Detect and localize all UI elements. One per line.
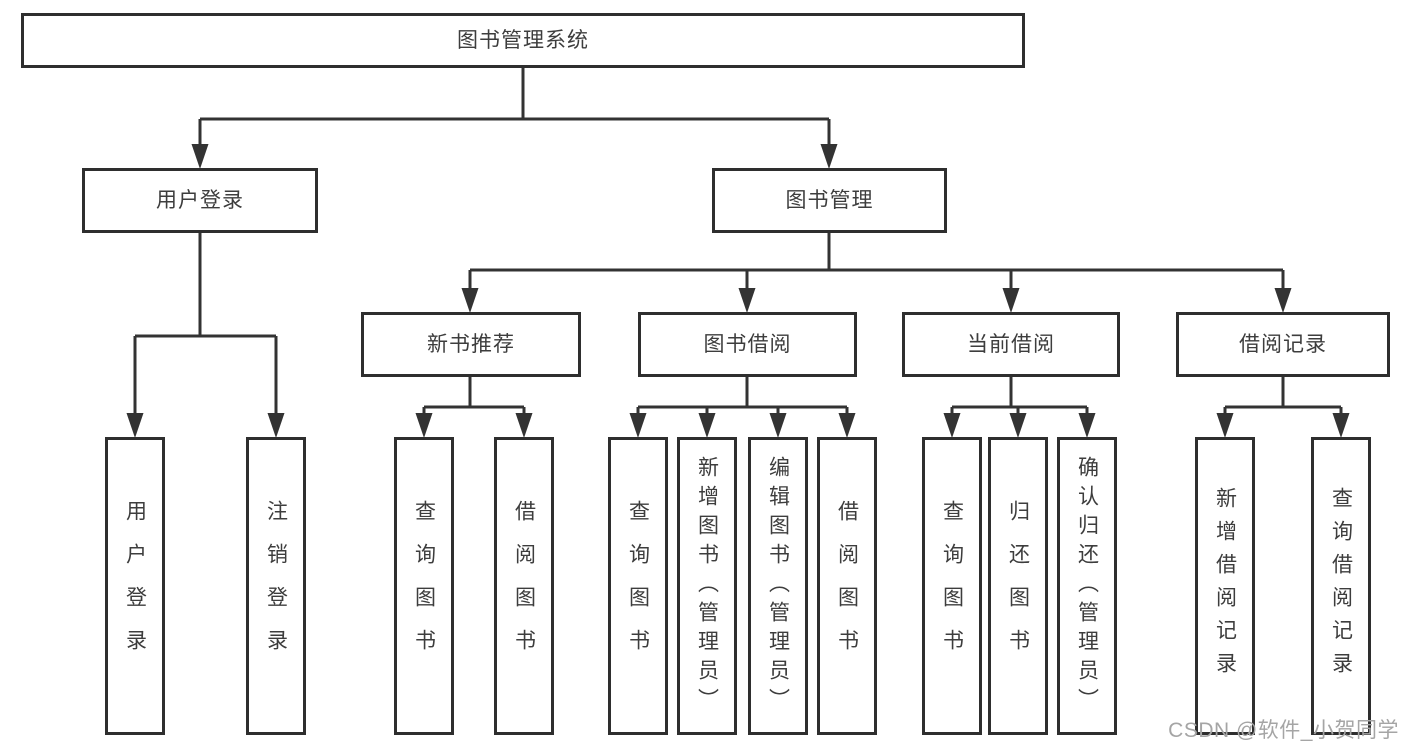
connector-records-branch: [1223, 377, 1343, 415]
leaf-logout: 注销登录: [246, 437, 306, 735]
leaf-borrow-books-recommend: 借阅图书: [494, 437, 554, 735]
node-new-book-recommend: 新书推荐: [361, 312, 581, 377]
leaf-confirm-return-admin: 确认归还（管理员）: [1057, 437, 1117, 735]
node-new-book-recommend-label: 新书推荐: [427, 333, 515, 356]
node-current-borrowing-label: 当前借阅: [967, 333, 1055, 356]
leaf-add-books-admin-label: 新增图书（管理员）: [695, 455, 719, 717]
node-book-borrowing: 图书借阅: [638, 312, 857, 377]
leaf-query-books-borrowing: 查询图书: [608, 437, 668, 735]
leaf-query-books-current: 查询图书: [922, 437, 982, 735]
watermark: CSDN @软件_小贺同学: [1168, 719, 1399, 742]
leaf-query-books-recommend-label: 查询图书: [412, 500, 436, 672]
connector-root-to-level2: [198, 68, 831, 146]
node-user-login-label: 用户登录: [156, 189, 244, 212]
connector-bookmgmt-to-level3: [468, 233, 1285, 290]
connector-bookborrow-branch: [636, 377, 849, 415]
node-book-borrowing-label: 图书借阅: [703, 333, 792, 356]
leaf-return-books: 归还图书: [988, 437, 1048, 735]
leaf-query-books-current-label: 查询图书: [940, 500, 964, 672]
connector-userlogin-branch: [133, 233, 278, 415]
leaf-confirm-return-admin-label: 确认归还（管理员）: [1075, 455, 1099, 717]
node-current-borrowing: 当前借阅: [902, 312, 1120, 377]
leaf-query-borrow-record: 查询借阅记录: [1311, 437, 1371, 735]
node-user-login: 用户登录: [82, 168, 318, 233]
leaf-logout-label: 注销登录: [264, 500, 288, 672]
node-book-management-label: 图书管理: [785, 189, 874, 212]
leaf-query-books-recommend: 查询图书: [394, 437, 454, 735]
leaf-add-borrow-record-label: 新增借阅记录: [1213, 487, 1237, 685]
leaf-borrow-books-borrowing-label: 借阅图书: [835, 500, 859, 672]
connector-currentborrow-branch: [950, 377, 1089, 415]
leaf-query-books-borrowing-label: 查询图书: [626, 500, 650, 672]
node-root: 图书管理系统: [21, 13, 1025, 68]
leaf-add-borrow-record: 新增借阅记录: [1195, 437, 1255, 735]
node-root-label: 图书管理系统: [457, 29, 589, 52]
node-borrowing-records: 借阅记录: [1176, 312, 1390, 377]
node-book-management: 图书管理: [712, 168, 947, 233]
leaf-user-login-label: 用户登录: [123, 500, 147, 672]
node-borrowing-records-label: 借阅记录: [1239, 333, 1327, 356]
leaf-return-books-label: 归还图书: [1006, 500, 1030, 672]
connector-newbook-branch: [422, 377, 526, 415]
leaf-add-books-admin: 新增图书（管理员）: [677, 437, 737, 735]
leaf-edit-books-admin: 编辑图书（管理员）: [748, 437, 808, 735]
leaf-borrow-books-recommend-label: 借阅图书: [512, 500, 536, 672]
leaf-borrow-books-borrowing: 借阅图书: [817, 437, 877, 735]
leaf-edit-books-admin-label: 编辑图书（管理员）: [766, 455, 790, 717]
leaf-query-borrow-record-label: 查询借阅记录: [1329, 487, 1353, 685]
leaf-user-login: 用户登录: [105, 437, 165, 735]
